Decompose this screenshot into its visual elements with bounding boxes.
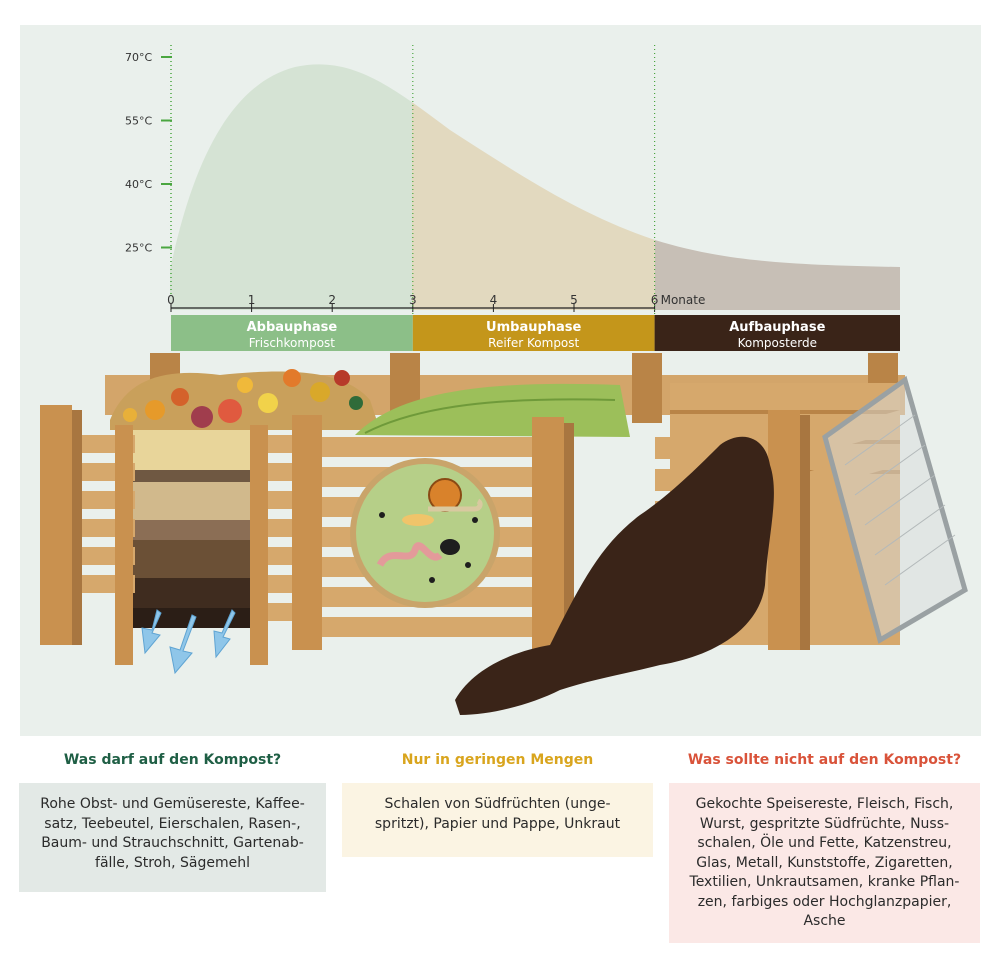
finished-compost-heap [455,436,774,715]
phase-title: Aufbauphase [729,320,825,335]
compost-layers [132,430,250,628]
temperature-curve [170,64,900,310]
x-tick-label: 4 [490,293,498,307]
allowed-line: Baum- und Strauchschnitt, Gartenab- [41,835,304,851]
forbidden-line: schalen, Öle und Fette, Katzenstreu, [697,835,952,851]
x-unit-label: Monate [661,293,706,307]
allowed-line: fälle, Stroh, Sägemehl [95,854,250,871]
phase-title: Abbauphase [247,320,338,335]
worm-icon [376,542,443,567]
forbidden-line: Textilien, Unkrautsamen, kranke Pflan- [689,874,960,890]
phase-subtitle: Komposterde [738,336,817,350]
forbidden-box: Gekochte Speisereste, Fleisch, Fisch, Wu… [669,783,980,943]
y-tick-label: 70°C [125,51,152,64]
x-tick-label: 3 [409,293,417,307]
phase-subtitle: Frischkompost [249,336,336,350]
x-tick-label: 6 [651,293,659,307]
phase-band-bg [654,315,900,351]
phase-title: Umbauphase [486,320,582,335]
larva-icon [402,514,434,526]
limited-line: Schalen von Südfrüchten (unge- [384,796,611,812]
soil-creatures-circle [350,458,500,608]
y-tick-label: 25°C [125,242,152,255]
allowed-heading: Was darf auf den Kompost? [63,752,282,768]
allowed-box: Rohe Obst- und Gemüsereste, Kaffee- satz… [19,783,326,892]
x-tick-label: 2 [328,293,336,307]
forbidden-heading: Was sollte nicht auf den Kompost? [687,752,962,768]
y-tick-label: 55°C [125,115,152,128]
allowed-line: satz, Teebeutel, Eierschalen, Rasen-, [44,815,301,832]
phase-band-bg [171,315,413,351]
limited-box: Schalen von Südfrüchten (unge- spritzt),… [342,783,653,857]
drainage-arrows [141,609,236,675]
snail-icon [428,478,462,512]
limited-heading: Nur in geringen Mengen [401,752,594,768]
allowed-line: Rohe Obst- und Gemüsereste, Kaffee- [40,796,305,812]
x-tick-label: 1 [248,293,256,307]
forbidden-line: Asche [803,913,846,929]
y-axis: 70°C 55°C 40°C 25°C [125,45,172,295]
left-bin-wood [40,405,322,665]
limited-column: Nur in geringen Mengen Schalen von Südfr… [342,742,653,857]
beetle-icon [440,539,460,555]
limited-line: spritzt), Papier und Pappe, Unkraut [374,815,621,832]
forbidden-line: Glas, Metall, Kunststoffe, Zigaretten, [696,854,953,871]
x-tick-label: 5 [570,293,578,307]
x-tick-label: 0 [167,293,175,307]
compost-sieve [822,375,968,644]
forbidden-column: Was sollte nicht auf den Kompost? Gekoch… [669,742,980,943]
phase-bands: AbbauphaseFrischkompostUmbauphaseReifer … [171,315,900,351]
phase-band-bg [412,315,655,351]
forbidden-line: Gekochte Speisereste, Fleisch, Fisch, [695,796,954,812]
forbidden-line: zen, farbiges oder Hochglanzpapier, [697,893,952,910]
phase-subtitle: Reifer Kompost [488,336,579,350]
y-tick-label: 40°C [125,178,152,191]
forbidden-line: Wurst, gespritzte Südfrüchte, Nuss- [699,815,950,832]
allowed-column: Was darf auf den Kompost? Rohe Obst- und… [19,742,326,892]
